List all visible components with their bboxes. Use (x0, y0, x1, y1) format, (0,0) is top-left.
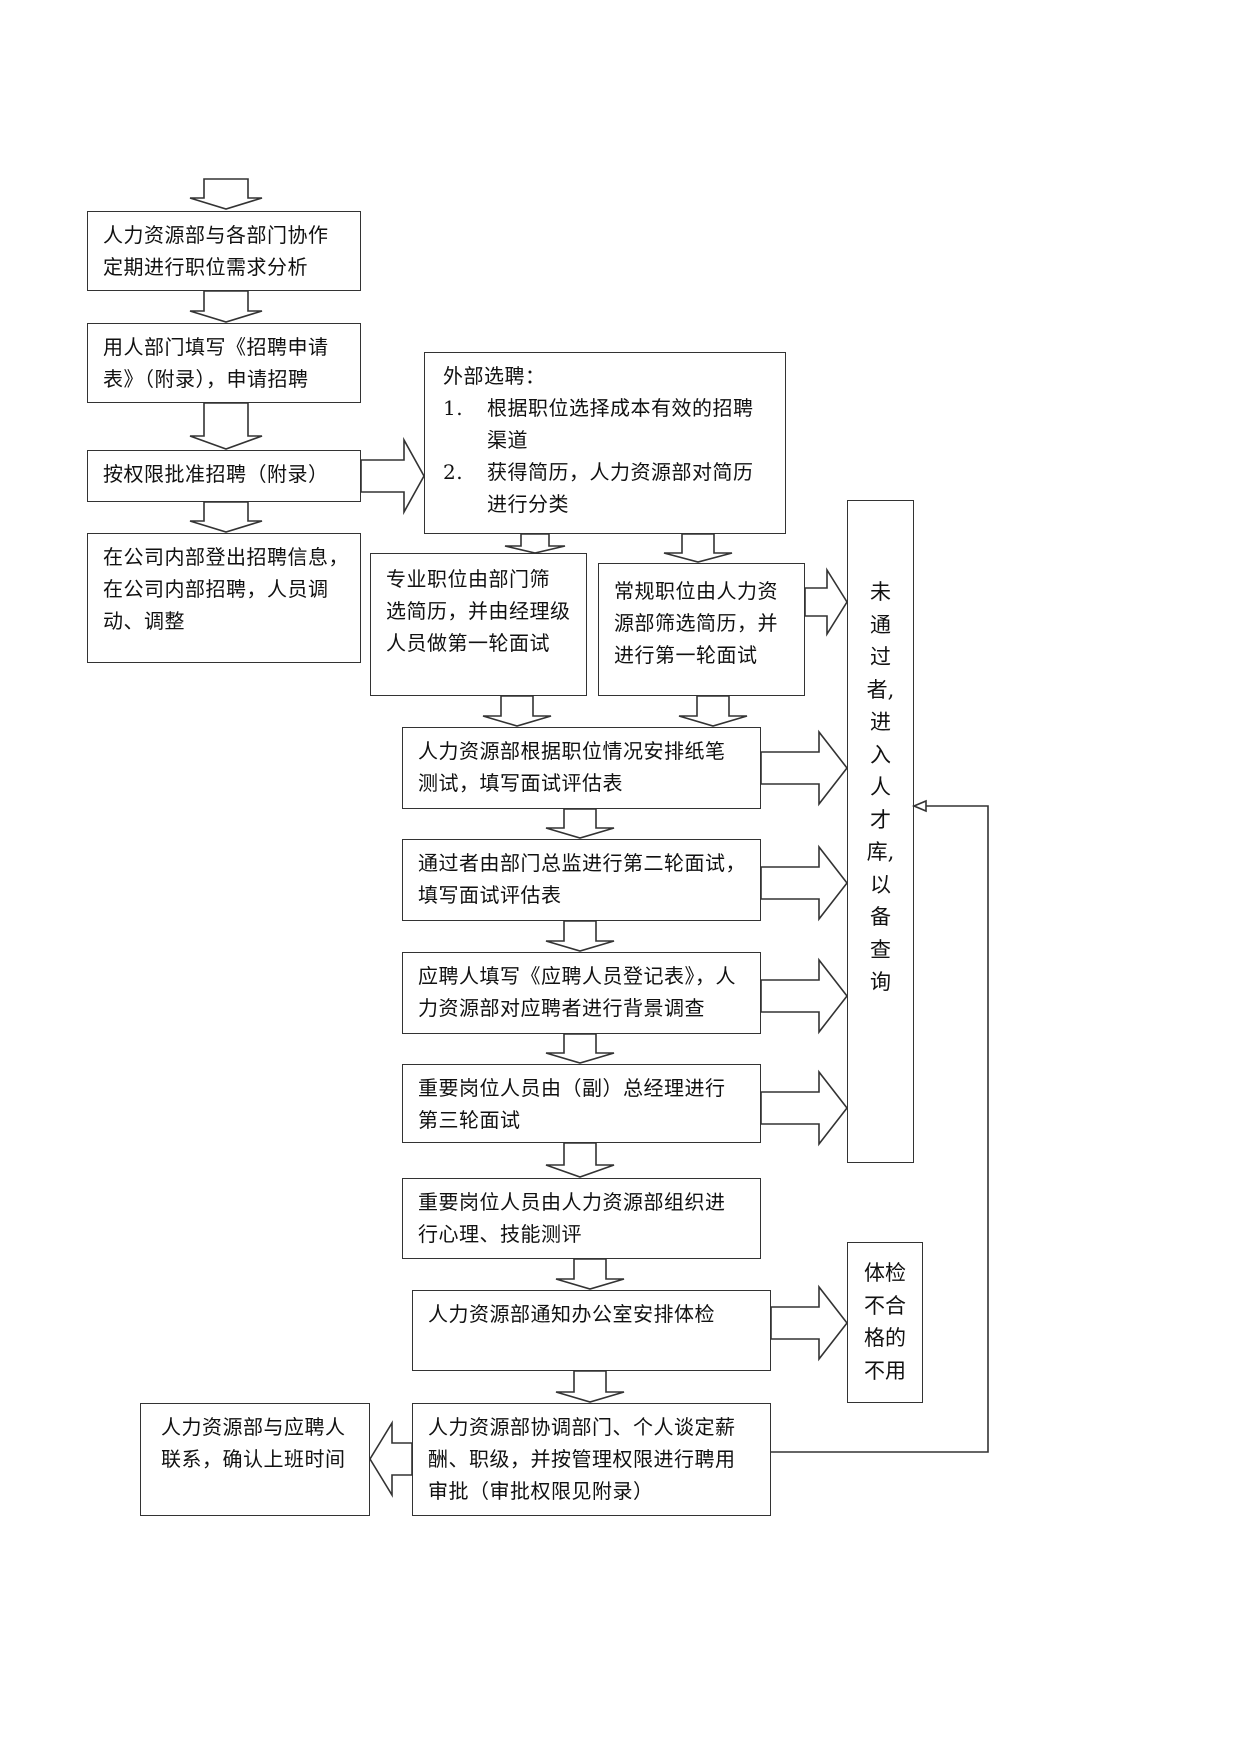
down-arrow (555, 1258, 625, 1290)
vertical-char: 才 (870, 807, 891, 832)
text-line: 人员做第一轮面试 (386, 631, 550, 655)
text-line: 力资源部对应聘者进行背景调查 (418, 996, 705, 1020)
down-arrow (678, 695, 748, 727)
right-arrow (760, 729, 849, 807)
node-demand-analysis: 人力资源部与各部门协作 定期进行职位需求分析 (87, 211, 361, 291)
down-arrow (663, 533, 733, 563)
return-arrowhead (911, 799, 927, 813)
text-line: 人力资源部根据职位情况安排纸笔 (418, 739, 726, 763)
down-arrow (504, 533, 566, 554)
text-line: 源部筛选简历，并 (614, 611, 778, 635)
vertical-char: 备 (870, 905, 891, 929)
node-external: 外部选聘： 1. 根据职位选择成本有效的招聘 渠道 2. 获得简历，人力资源部对简历… (424, 352, 786, 534)
item-text: 获得简历，人力资源部对简历 (487, 460, 754, 484)
text-line: 常规职位由人力资 (614, 579, 778, 603)
text-line: 测试，填写面试评估表 (418, 771, 623, 795)
vertical-char: 未 (870, 580, 891, 604)
text-line: 酬、职级，并按管理权限进行聘用 (428, 1447, 736, 1471)
return-line (771, 805, 989, 1453)
node-psych-test: 重要岗位人员由人力资源部组织进 行心理、技能测评 (402, 1178, 761, 1259)
text-line: 第三轮面试 (418, 1108, 521, 1132)
right-arrow (760, 1069, 849, 1147)
text-line: 人力资源部与各部门协作 (103, 223, 329, 247)
item-number: 1. (443, 396, 464, 420)
text-line: 选简历，并由经理级 (386, 599, 571, 623)
vertical-char: 入 (870, 742, 891, 767)
down-arrow (555, 1370, 625, 1403)
text-line: 人力资源部协调部门、个人谈定薪 (428, 1415, 736, 1439)
text-line: 行心理、技能测评 (418, 1222, 582, 1246)
node-written-test: 人力资源部根据职位情况安排纸笔 测试，填写面试评估表 (402, 727, 761, 809)
right-arrow (360, 436, 425, 516)
down-arrow (545, 808, 615, 839)
right-arrow (804, 567, 848, 637)
vertical-char: 询 (870, 970, 891, 994)
down-arrow (545, 1142, 615, 1178)
node-regular-screen: 常规职位由人力资 源部筛选简历，并 进行第一轮面试 (598, 563, 805, 696)
external-item-1: 1. 根据职位选择成本有效的招聘 (443, 392, 775, 424)
vertical-char: 库, (866, 840, 895, 864)
text-line: 定期进行职位需求分析 (103, 255, 308, 279)
vertical-char: 查 (870, 937, 891, 962)
text-line: 填写面试评估表 (418, 883, 562, 907)
text-line: 在公司内部登出招聘信息， (103, 545, 349, 569)
vertical-char: 过 (870, 645, 891, 669)
text-line: 用人部门填写《招聘申请 (103, 335, 329, 359)
down-arrow (189, 402, 263, 450)
node-registration: 应聘人填写《应聘人员登记表》，人 力资源部对应聘者进行背景调查 (402, 952, 761, 1034)
node-medical: 人力资源部通知办公室安排体检 (412, 1290, 771, 1371)
item-text: 根据职位选择成本有效的招聘 (487, 396, 754, 420)
external-title: 外部选聘： (443, 364, 546, 388)
text-line: 人力资源部通知办公室安排体检 (428, 1302, 715, 1326)
text-line: 重要岗位人员由人力资源部组织进 (418, 1190, 726, 1214)
external-item-2: 2. 获得简历，人力资源部对简历 (443, 456, 775, 488)
text-line: 表》（附录），申请招聘 (103, 367, 309, 391)
node-professional-screen: 专业职位由部门筛 选简历，并由经理级 人员做第一轮面试 (370, 553, 587, 696)
item-text-cont: 渠道 (487, 428, 528, 452)
text-line: 审批（审批权限见附录） (428, 1479, 654, 1503)
down-arrow (545, 1033, 615, 1064)
vertical-char: 人 (870, 775, 891, 799)
item-number: 2. (443, 460, 464, 484)
text-line: 在公司内部招聘，人员调 (103, 577, 329, 601)
vertical-char: 者, (866, 677, 895, 702)
right-arrow (760, 957, 849, 1035)
vertical-char: 以 (870, 872, 891, 897)
node-fill-application: 用人部门填写《招聘申请 表》（附录），申请招聘 (87, 323, 361, 403)
node-failed-medical: 体检 不合 格的 不用 (847, 1242, 923, 1403)
vertical-text-line: 格的 (864, 1326, 906, 1350)
vertical-char: 通 (870, 612, 891, 637)
vertical-text-line: 不用 (864, 1358, 906, 1383)
node-internal: 在公司内部登出招聘信息， 在公司内部招聘，人员调 动、调整 (87, 533, 361, 663)
node-third-interview: 重要岗位人员由（副）总经理进行 第三轮面试 (402, 1064, 761, 1143)
node-talent-pool: 未 通 过 者, 进 入 人 才 库, 以 备 查 询 (847, 500, 914, 1163)
down-arrow (189, 178, 263, 210)
down-arrow (545, 920, 615, 952)
node-salary: 人力资源部协调部门、个人谈定薪 酬、职级，并按管理权限进行聘用 审批（审批权限见… (412, 1403, 771, 1516)
down-arrow (189, 290, 263, 323)
text-line: 进行第一轮面试 (614, 643, 758, 667)
vertical-char: 进 (870, 710, 891, 734)
down-arrow (482, 695, 552, 727)
node-second-interview: 通过者由部门总监进行第二轮面试， 填写面试评估表 (402, 839, 761, 921)
right-arrow (770, 1284, 849, 1362)
text-line: 重要岗位人员由（副）总经理进行 (418, 1076, 726, 1100)
text-line: 按权限批准招聘（附录） (103, 462, 329, 486)
text-line: 专业职位由部门筛 (386, 567, 550, 591)
text-line: 通过者由部门总监进行第二轮面试， (418, 851, 746, 875)
text-line: 动、调整 (103, 609, 185, 633)
text-line: 人力资源部与应聘人 (161, 1415, 346, 1439)
node-contact: 人力资源部与应聘人 联系，确认上班时间 (140, 1403, 370, 1516)
text-line: 联系，确认上班时间 (161, 1447, 346, 1471)
right-arrow (760, 844, 849, 922)
down-arrow (189, 501, 263, 533)
vertical-text-line: 不合 (864, 1293, 906, 1318)
item-text-cont: 进行分类 (487, 492, 569, 516)
vertical-text-line: 体检 (864, 1261, 906, 1285)
text-line: 应聘人填写《应聘人员登记表》，人 (418, 964, 736, 988)
left-arrow (369, 1420, 413, 1498)
